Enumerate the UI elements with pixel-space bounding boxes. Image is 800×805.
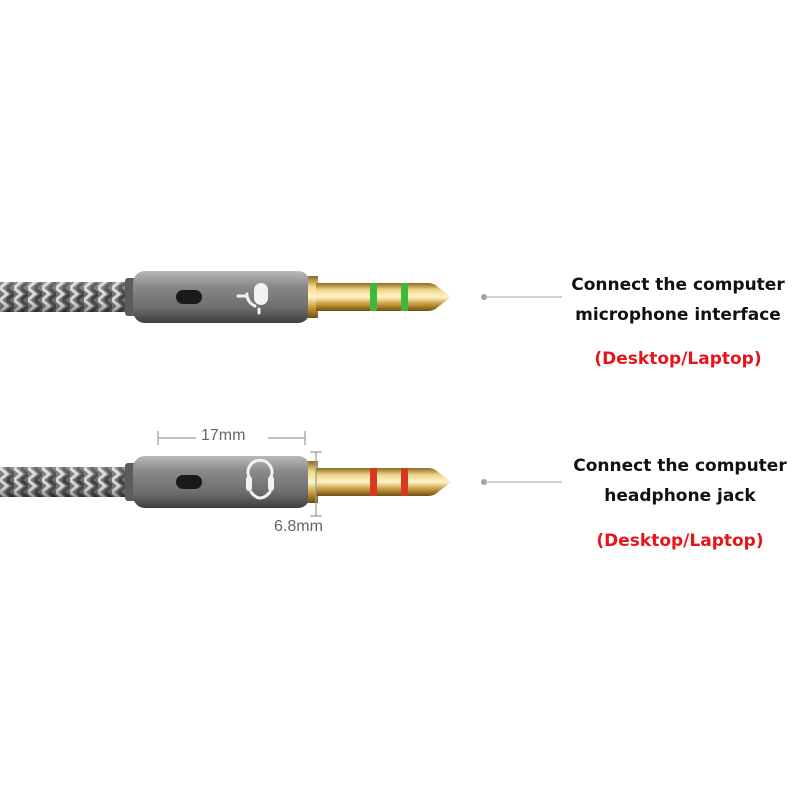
caption-line: Connect the computer — [571, 275, 785, 295]
headphone-icon — [246, 458, 274, 500]
insulator-ring-1 — [370, 468, 377, 496]
caption-line: microphone interface — [575, 305, 781, 325]
microphone-icon — [236, 283, 268, 315]
headphone-plug — [0, 456, 562, 508]
connector-ring — [377, 283, 401, 311]
insulator-ring-1 — [370, 283, 377, 311]
connector-ring — [377, 468, 401, 496]
headphone-device-label: (Desktop/Laptop) — [596, 531, 764, 551]
microphone-caption: Connect the computer microphone interfac… — [560, 270, 796, 330]
length-label: 17mm — [201, 427, 246, 444]
diameter-dimension — [310, 451, 322, 517]
connector-sleeve — [316, 283, 370, 311]
connector-tip — [408, 468, 451, 496]
plug-housing — [133, 456, 310, 508]
insulator-ring-2 — [401, 468, 408, 496]
caption-line: headphone jack — [604, 486, 756, 506]
length-dimension — [157, 431, 306, 445]
headphone-caption: Connect the computer headphone jack — [562, 451, 798, 511]
insulator-ring-2 — [401, 283, 408, 311]
diameter-label: 6.8mm — [274, 518, 323, 535]
connector-collar — [308, 276, 318, 318]
connector-sleeve — [316, 468, 370, 496]
microphone-plug — [0, 271, 562, 323]
plug-housing — [133, 271, 310, 323]
housing-slot — [176, 475, 202, 489]
microphone-device-label: (Desktop/Laptop) — [594, 349, 762, 369]
connector-collar — [308, 461, 318, 503]
caption-line: Connect the computer — [573, 456, 787, 476]
connector-tip — [408, 283, 451, 311]
housing-slot — [176, 290, 202, 304]
